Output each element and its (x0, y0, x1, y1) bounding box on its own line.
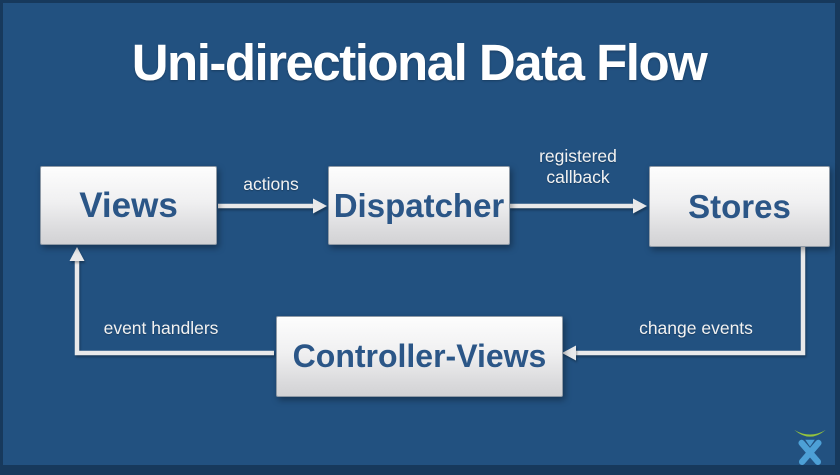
node-views: Views (40, 166, 217, 245)
logo-head (805, 439, 815, 447)
edge-label-registered-callback: registered callback (539, 146, 617, 187)
arrow-views-to-dispatcher (218, 198, 327, 214)
edge-label-actions: actions (243, 174, 299, 194)
logo-arc (794, 429, 826, 437)
slide-background: Uni-directional Data Flow Views Dispatch… (3, 3, 835, 465)
node-dispatcher: Dispatcher (328, 166, 510, 245)
logo-figure-right (798, 439, 822, 465)
slide-title: Uni-directional Data Flow (131, 34, 708, 91)
node-stores: Stores (649, 166, 830, 247)
node-stores-label: Stores (688, 187, 791, 225)
node-controller-views: Controller-Views (276, 316, 563, 397)
atlassian-logo-icon (794, 429, 826, 465)
node-controller-views-label: Controller-Views (292, 338, 547, 374)
arrow-dispatcher-to-stores (510, 198, 647, 214)
node-dispatcher-label: Dispatcher (333, 186, 505, 224)
node-views-label: Views (79, 185, 178, 225)
edge-label-event-handlers: event handlers (103, 318, 219, 338)
arrow-stores-to-controller-views (562, 246, 806, 361)
edge-label-change-events: change events (639, 318, 753, 338)
